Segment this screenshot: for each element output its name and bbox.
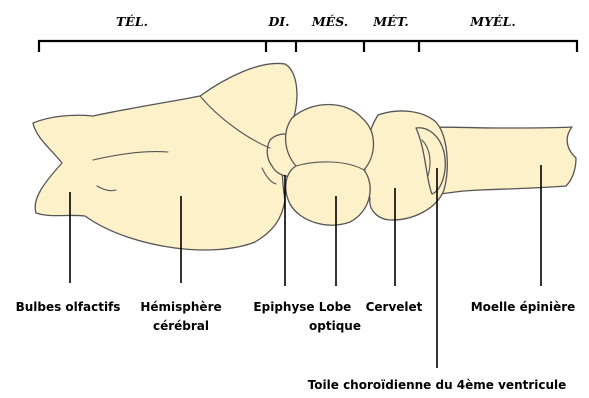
- region-label-metencephalon: MÉT.: [372, 14, 408, 29]
- label-toile-choroidienne: Toile choroïdienne du 4ème ventricule: [308, 378, 567, 392]
- label-hemisphere-line2: cérébral: [153, 319, 209, 333]
- region-labels: TÉL. DI. MÉS. MÉT. MYÉL.: [116, 14, 516, 29]
- label-lobe-line2: optique: [309, 319, 361, 333]
- label-hemisphere-line1: Hémisphère: [140, 300, 221, 314]
- region-label-mesencephalon: MÉS.: [311, 14, 348, 29]
- region-label-diencephalon: DI.: [267, 14, 289, 29]
- part-labels: Bulbes olfactifs Hémisphère cérébral Epi…: [16, 300, 576, 392]
- label-lobe-line1: Lobe: [319, 300, 352, 314]
- region-label-myelencephalon: MYÉL.: [469, 14, 515, 29]
- label-epiphyse: Epiphyse: [253, 300, 314, 314]
- region-bracket: [38, 40, 578, 52]
- brain-illustration: [33, 63, 576, 250]
- region-label-telencephalon: TÉL.: [116, 14, 148, 29]
- label-bulbes-olfactifs: Bulbes olfactifs: [16, 300, 121, 314]
- label-moelle-epiniere: Moelle épinière: [471, 300, 576, 314]
- label-cervelet: Cervelet: [366, 300, 423, 314]
- hemisphere-shape: [33, 63, 297, 250]
